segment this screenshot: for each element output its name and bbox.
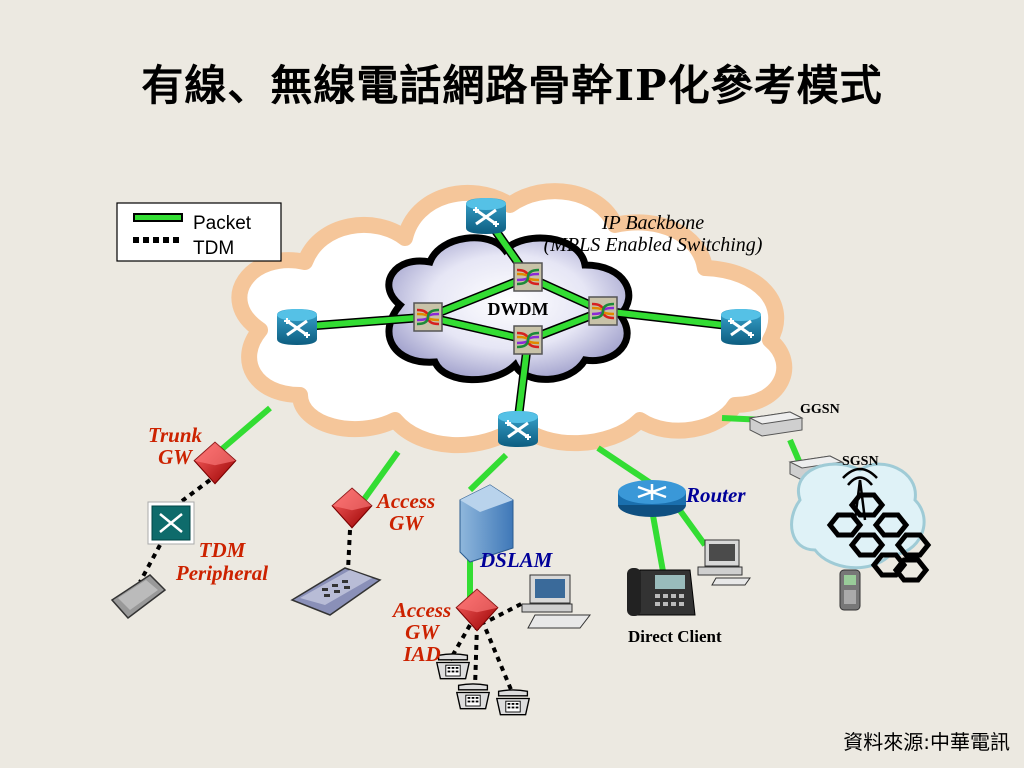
slide-title: 有線、無線電話網路骨幹IP化參考模式 — [141, 61, 883, 110]
source-note: 資料來源:中華電訊 — [843, 730, 1010, 754]
legend-packet-label: Packet — [193, 213, 252, 234]
iad-label-1: Access — [391, 598, 451, 622]
dslam-label: DSLAM — [479, 548, 554, 572]
ip-backbone-label: IP Backbone — [601, 212, 704, 234]
dwdm-node-right[interactable] — [588, 296, 618, 326]
dwdm-label: DWDM — [488, 299, 549, 319]
office-phone-icon[interactable] — [290, 567, 382, 616]
dwdm-node-top[interactable] — [513, 262, 543, 292]
router-label: Router — [685, 483, 746, 507]
dwdm-node-bottom[interactable] — [513, 325, 543, 355]
tdm-phone-icon[interactable] — [110, 574, 167, 620]
iad-label-2: GW — [405, 620, 440, 644]
direct-client-label: Direct Client — [628, 627, 722, 646]
packet-links — [213, 215, 805, 600]
dwdm-node-left[interactable] — [413, 302, 443, 332]
tdm-switch-box-icon[interactable] — [147, 501, 195, 545]
cell-honeycomb — [826, 492, 932, 583]
dslam-icon[interactable] — [459, 484, 514, 563]
iad-gw-icon[interactable] — [455, 588, 499, 632]
sgsn-label: SGSN — [842, 454, 879, 469]
router-icon[interactable] — [618, 480, 686, 517]
mpls-label: (MPLS Enabled Switching) — [544, 234, 763, 256]
cell-tower-icon — [842, 467, 878, 521]
access-gw-label-1: Access — [375, 489, 435, 513]
iad-phone-2-icon[interactable] — [456, 683, 490, 710]
backbone-switch-top[interactable] — [464, 196, 508, 236]
backbone-switch-left[interactable] — [275, 307, 319, 347]
ggsn-server-icon[interactable] — [748, 411, 804, 437]
legend: Packet TDM — [116, 202, 282, 262]
trunk-gw-icon[interactable] — [193, 441, 237, 485]
trunk-gw-label-2: GW — [158, 445, 193, 469]
trunk-gw-label-1: Trunk — [148, 423, 203, 447]
mobile-handset-icon[interactable] — [839, 569, 861, 611]
dsl-pc-icon[interactable] — [521, 574, 592, 629]
access-gw-label-2: GW — [389, 511, 424, 535]
router-pc-icon[interactable] — [697, 539, 751, 586]
ggsn-label: GGSN — [800, 402, 840, 417]
iad-phone-3-icon[interactable] — [496, 689, 530, 716]
backbone-switch-right[interactable] — [719, 307, 763, 347]
tdm-peripheral-label-1: TDM — [199, 538, 247, 562]
tdm-peripheral-label-2: Peripheral — [175, 561, 268, 585]
iad-phone-1-icon[interactable] — [436, 653, 470, 680]
backbone-switch-bottom[interactable] — [496, 409, 540, 449]
iad-label-3: IAD — [402, 642, 440, 666]
ip-phone-icon[interactable] — [627, 568, 696, 616]
legend-tdm-label: TDM — [193, 238, 234, 259]
